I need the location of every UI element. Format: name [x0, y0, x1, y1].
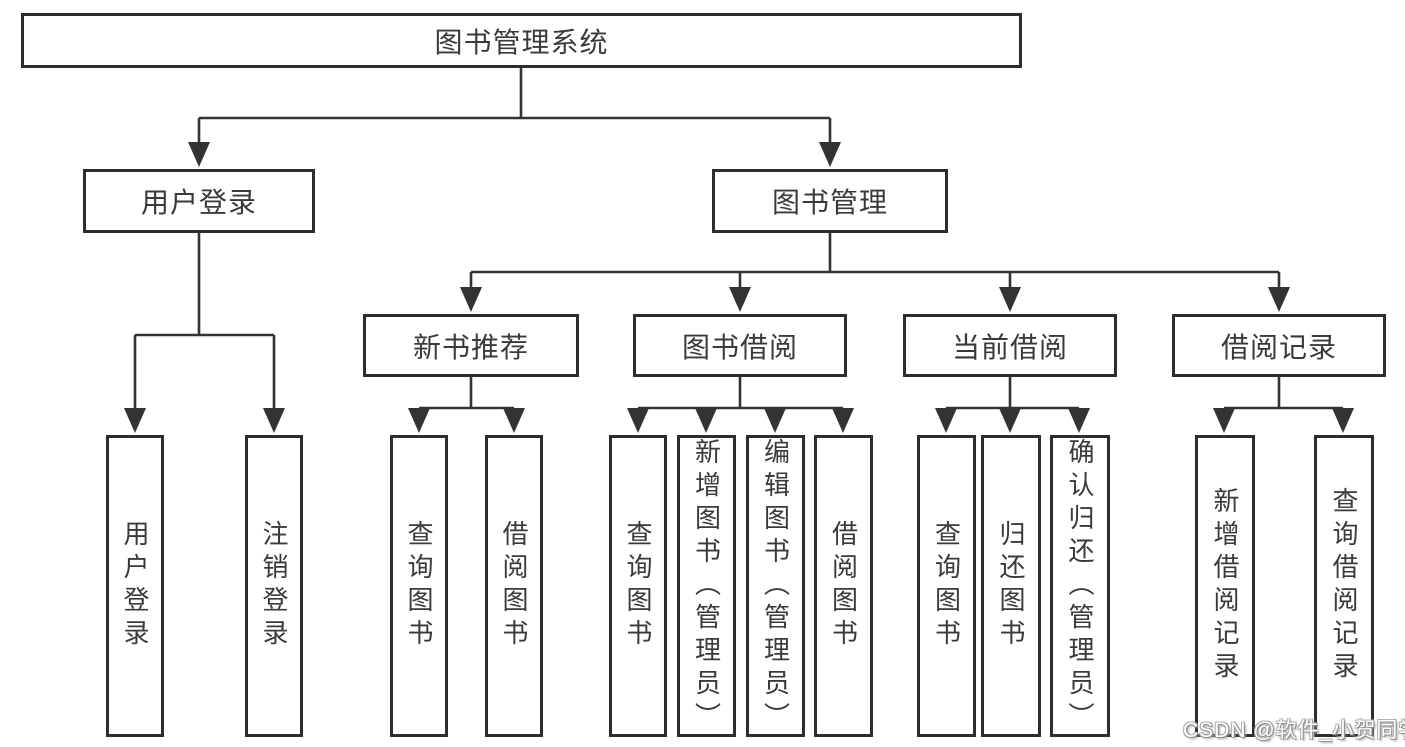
node-label: 查询图书: [404, 520, 434, 652]
node-label: 新增借阅记录: [1210, 487, 1240, 685]
node-book-borrow: 图书借阅: [633, 314, 847, 377]
node-label: 借阅图书: [828, 520, 859, 652]
node-label: 新增图书（管理员）: [691, 437, 722, 735]
leaf-borrow-books-2: 借阅图书: [814, 435, 873, 737]
node-label: 借阅图书: [499, 520, 529, 652]
leaf-user-login: 用户登录: [106, 435, 164, 737]
leaf-edit-book-admin: 编辑图书（管理员）: [746, 435, 805, 737]
node-label: 查询图书: [931, 520, 962, 652]
node-label: 用户登录: [140, 187, 257, 218]
node-label: 归还图书: [996, 520, 1026, 652]
node-user-login: 用户登录: [83, 169, 315, 233]
node-current-borrow: 当前借阅: [903, 314, 1117, 377]
leaf-query-books-2: 查询图书: [609, 435, 667, 737]
node-book-management: 图书管理: [712, 169, 948, 233]
node-label: 注销登录: [259, 520, 289, 652]
leaf-query-borrow-record: 查询借阅记录: [1314, 435, 1374, 737]
leaf-borrow-books-1: 借阅图书: [485, 435, 543, 737]
node-label: 图书管理系统: [434, 26, 609, 58]
node-label: 确认归还（管理员）: [1065, 437, 1095, 735]
leaf-confirm-return-admin: 确认归还（管理员）: [1050, 435, 1110, 737]
node-label: 图书借阅: [681, 331, 798, 363]
node-label: 图书管理: [771, 187, 888, 218]
node-label: 用户登录: [120, 520, 150, 652]
node-label: 借阅记录: [1220, 331, 1337, 363]
node-label: 编辑图书（管理员）: [760, 437, 791, 735]
node-library-management-system: 图书管理系统: [21, 13, 1022, 68]
leaf-query-books-3: 查询图书: [917, 435, 976, 737]
node-label: 当前借阅: [951, 331, 1068, 363]
node-borrow-records: 借阅记录: [1172, 314, 1386, 377]
leaf-add-borrow-record: 新增借阅记录: [1195, 435, 1255, 737]
node-new-book-recommend: 新书推荐: [363, 314, 579, 377]
leaf-return-book: 归还图书: [981, 435, 1041, 737]
watermark: CSDN @软件_小贺同学: [1183, 719, 1405, 742]
leaf-logout: 注销登录: [245, 435, 303, 737]
leaf-add-book-admin: 新增图书（管理员）: [677, 435, 736, 737]
leaf-query-books-1: 查询图书: [390, 435, 448, 737]
node-label: 查询图书: [623, 520, 653, 652]
node-label: 新书推荐: [412, 331, 529, 363]
node-label: 查询借阅记录: [1329, 487, 1359, 685]
